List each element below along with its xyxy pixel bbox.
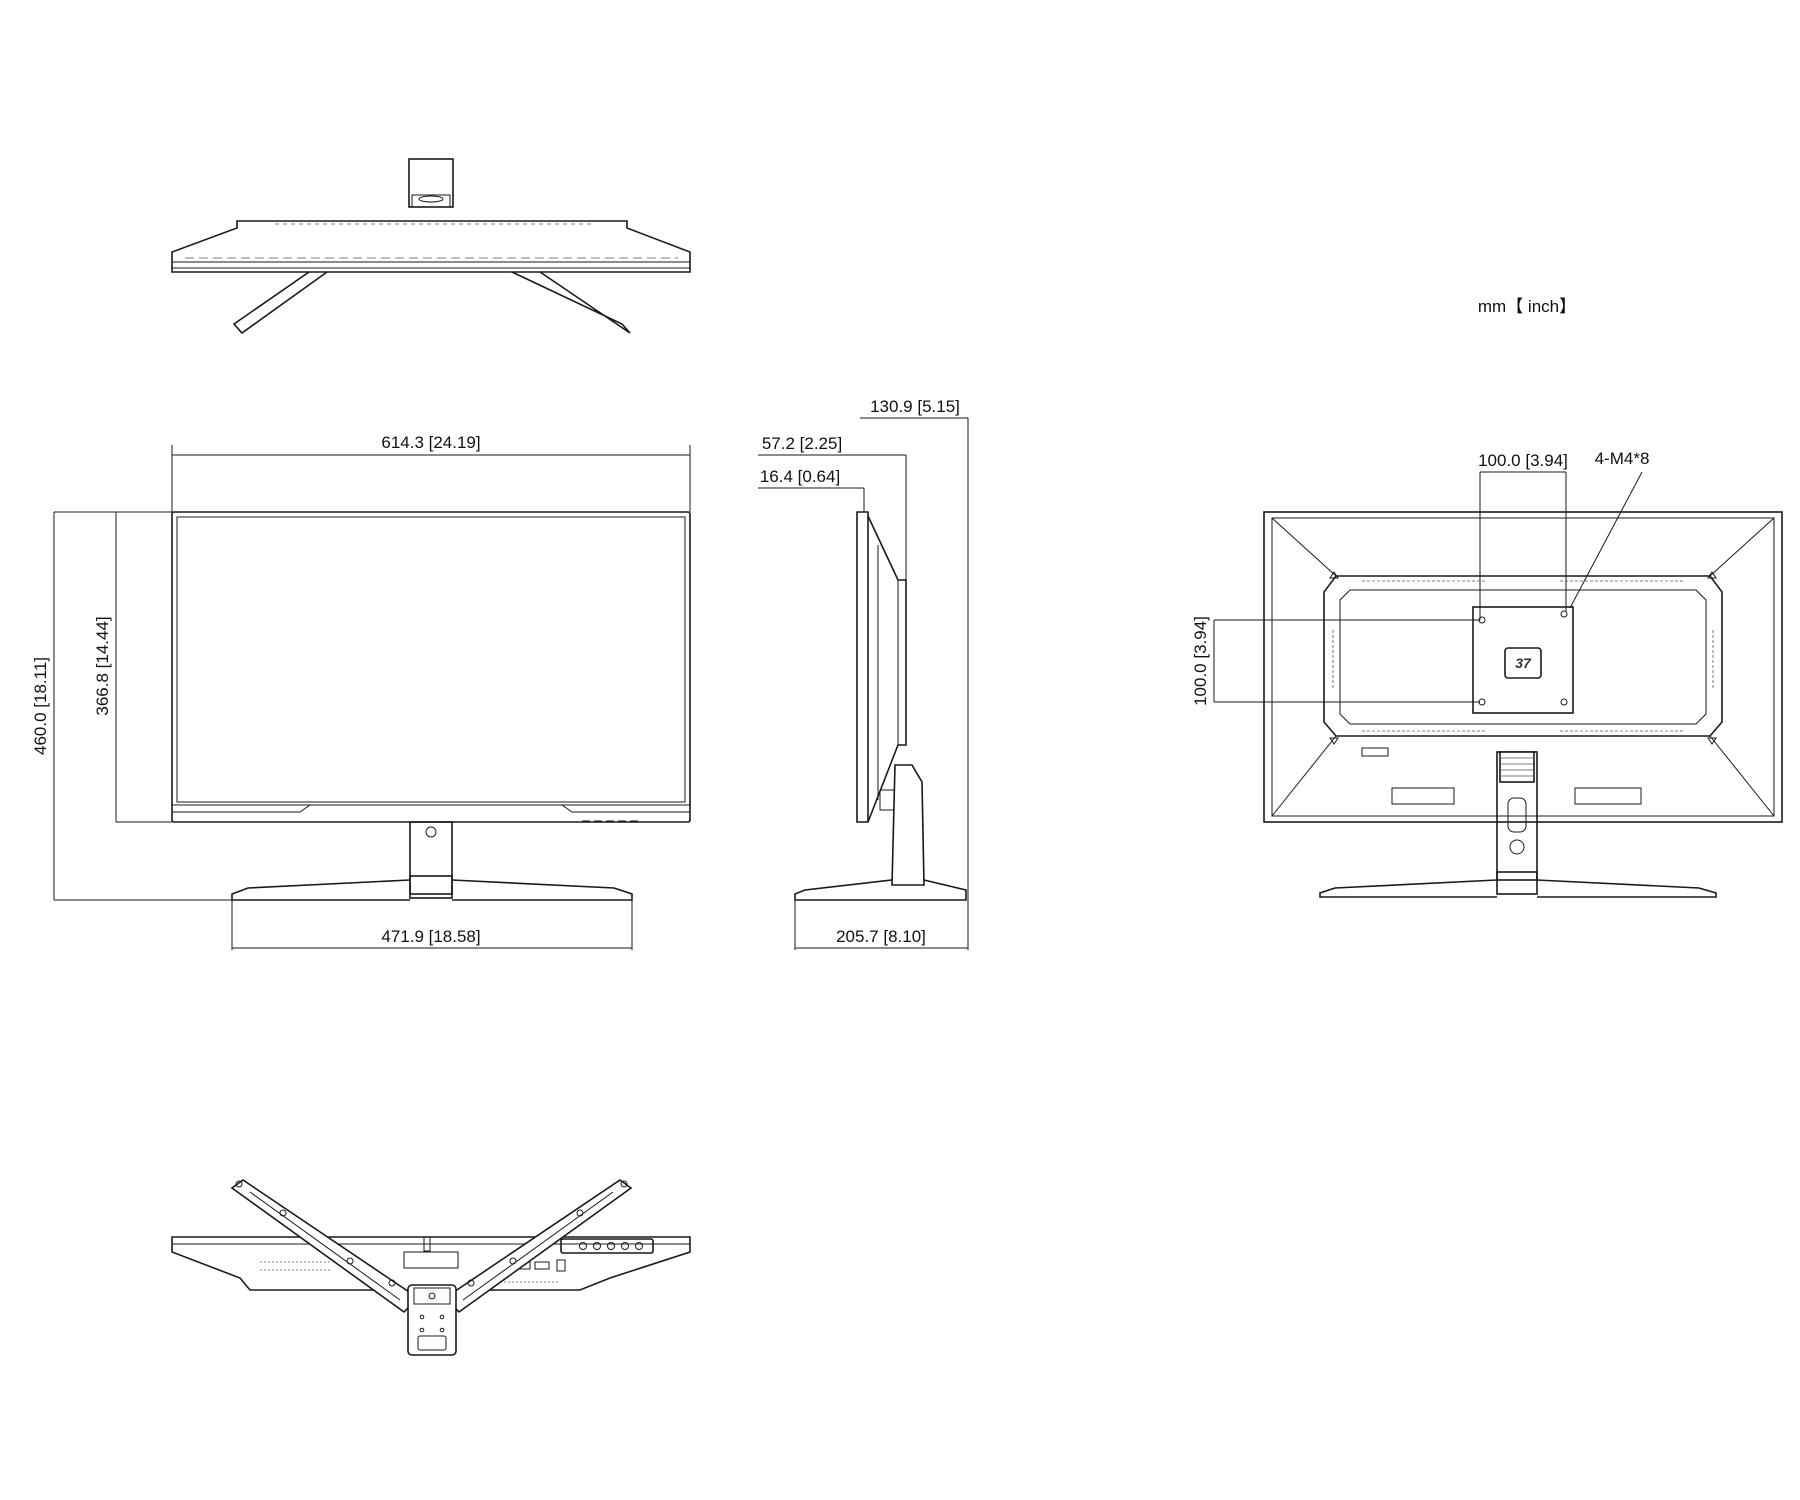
side-view: 130.9 [5.15] 57.2 [2.25] 16.4 [0.64] 205… [758,397,969,950]
side-base-depth-dimension: 205.7 [8.10] [836,927,926,946]
front-width-dimension: 614.3 [24.19] [381,433,480,452]
front-total-height-dimension: 460.0 [18.11] [31,657,50,755]
rear-screw-label: 4-M4*8 [1595,449,1650,468]
front-panel-height-dimension: 366.8 [14.44] [93,616,112,715]
rear-logo: 37 [1515,655,1532,671]
side-panel-depth-dimension: 57.2 [2.25] [762,434,842,453]
rear-view: 100.0 [3.94] 4-M4*8 37 [1191,449,1783,898]
rear-vesa-height-dimension: 100.0 [3.94] [1191,616,1210,706]
side-bezel-depth-dimension: 16.4 [0.64] [760,467,840,486]
bottom-view [171,1179,691,1356]
top-view [171,158,691,335]
units-label: mm【 inch】 [1478,297,1576,316]
rear-vesa-width-dimension: 100.0 [3.94] [1478,451,1568,470]
front-base-width-dimension: 471.9 [18.58] [381,927,480,946]
front-view: 614.3 [24.19] 460.0 [18.11] 366.8 [14.44… [31,433,691,950]
side-total-depth-dimension: 130.9 [5.15] [870,397,960,416]
